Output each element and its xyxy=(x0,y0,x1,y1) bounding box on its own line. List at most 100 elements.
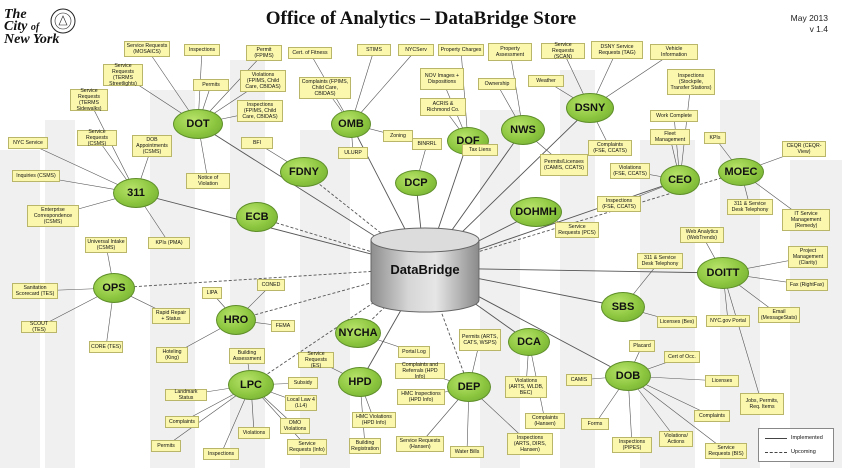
agency-node-doitt[interactable]: DOITT xyxy=(697,257,749,289)
agency-node-fdny[interactable]: FDNY xyxy=(280,157,328,187)
dataset-box[interactable]: Sanitation Scorecard (TES) xyxy=(12,283,58,299)
dataset-box[interactable]: Service Requests (BIS) xyxy=(705,443,747,459)
dataset-box[interactable]: Fax (RightFax) xyxy=(786,279,828,291)
dataset-box[interactable]: HMC Inspections (HPD Info) xyxy=(397,389,445,405)
dataset-box[interactable]: NYC Service xyxy=(8,137,48,149)
dataset-box[interactable]: Permits/Licenses (CAMIS, CCATS) xyxy=(540,154,588,176)
agency-node-dob[interactable]: DOB xyxy=(605,361,651,391)
agency-node-omb[interactable]: OMB xyxy=(331,110,371,138)
dataset-box[interactable]: Complaints (FPIMS, Child Care, CBIDAS) xyxy=(299,77,351,99)
dataset-box[interactable]: Permits xyxy=(193,79,229,91)
dataset-box[interactable]: Service Requests (MOSAICS) xyxy=(124,41,170,57)
dataset-box[interactable]: Service Requests (Info) xyxy=(287,439,327,455)
dataset-box[interactable]: Complaints and Referrals (HPD Info) xyxy=(395,362,445,380)
dataset-box[interactable]: Service Requests (TERMS Streetlights) xyxy=(103,63,143,87)
dataset-box[interactable]: Cert. of Fitness xyxy=(288,47,332,59)
dataset-box[interactable]: Weather xyxy=(528,75,564,87)
dataset-box[interactable]: Licenses xyxy=(705,375,739,387)
dataset-box[interactable]: Jobs, Permits, Req. Items xyxy=(740,393,784,415)
dataset-box[interactable]: Violations xyxy=(238,427,270,439)
agency-node-ecb[interactable]: ECB xyxy=(236,202,278,232)
dataset-box[interactable]: BFI xyxy=(241,137,273,149)
agency-node-moec[interactable]: MOEC xyxy=(718,158,764,186)
dataset-box[interactable]: DSNY Service Requests (TAG) xyxy=(591,41,643,59)
dataset-box[interactable]: ULURP xyxy=(338,147,368,159)
agency-node-dsny[interactable]: DSNY xyxy=(566,93,614,123)
dataset-box[interactable]: ACRIS & Richmond Co. xyxy=(420,98,466,116)
dataset-box[interactable]: Building Assessment xyxy=(229,348,265,364)
dataset-box[interactable]: LIPA xyxy=(202,287,222,299)
dataset-box[interactable]: Violations (ARTS, WLDB, BEC) xyxy=(505,376,547,398)
dataset-box[interactable]: Permits xyxy=(151,440,181,452)
dataset-box[interactable]: Permits (ARTS, CATS, WSPS) xyxy=(459,329,501,351)
dataset-box[interactable]: Inspections xyxy=(203,448,239,460)
dataset-box[interactable]: Cert of Occ. xyxy=(664,351,700,363)
agency-node-nws[interactable]: NWS xyxy=(501,115,545,145)
dataset-box[interactable]: Complaints (Hansen) xyxy=(525,413,565,429)
dataset-box[interactable]: Violations (FPIMS, Child Care, CBIDAS) xyxy=(240,70,286,92)
dataset-box[interactable]: Service Requests (CSMS) xyxy=(77,129,117,147)
dataset-box[interactable]: Property Assessment xyxy=(488,43,532,61)
agency-node-ceo[interactable]: CEO xyxy=(660,165,700,195)
dataset-box[interactable]: Property Charges xyxy=(438,44,484,56)
agency-node-ops[interactable]: OPS xyxy=(93,273,135,303)
dataset-box[interactable]: Service Requests (Hansen) xyxy=(396,436,444,452)
dataset-box[interactable]: NOV Images + Dispositions xyxy=(420,68,464,90)
dataset-box[interactable]: IT Service Management (Remedy) xyxy=(782,209,830,231)
dataset-box[interactable]: Subsidy xyxy=(288,377,318,389)
dataset-box[interactable]: Project Management (Clarity) xyxy=(788,246,828,268)
dataset-box[interactable]: BINRRL xyxy=(412,138,442,150)
dataset-box[interactable]: Service Requests (ES) xyxy=(298,351,334,369)
dataset-box[interactable]: FEMA xyxy=(271,320,295,332)
dataset-box[interactable]: Complaints (FSE, CCATS) xyxy=(588,140,632,156)
dataset-box[interactable]: Service Requests (PCS) xyxy=(555,222,599,238)
dataset-box[interactable]: Tax Liens xyxy=(462,144,498,156)
dataset-box[interactable]: Water Bills xyxy=(450,446,484,458)
dataset-box[interactable]: Inspections (FPIMS, Child Care, CBIDAS) xyxy=(237,100,283,122)
dataset-box[interactable]: Vehicle Information xyxy=(650,44,698,60)
dataset-box[interactable]: Inspections (PIPES) xyxy=(612,437,652,453)
dataset-box[interactable]: Web Analytics (WebTrends) xyxy=(680,227,724,243)
dataset-box[interactable]: DOB Appointments (CSMS) xyxy=(132,135,172,157)
dataset-box[interactable]: 311 & Service Desk Telephony xyxy=(727,199,773,215)
dataset-box[interactable]: Rapid Repair + Status xyxy=(152,308,190,324)
dataset-box[interactable]: OMO Violations xyxy=(280,418,310,434)
dataset-box[interactable]: STIMS xyxy=(357,44,391,56)
dataset-box[interactable]: Service Requests (TERMS Sidewalks) xyxy=(70,88,108,112)
dataset-box[interactable]: Permit (FPIMS) xyxy=(246,45,282,61)
dataset-box[interactable]: NYCServ xyxy=(398,44,434,56)
dataset-box[interactable]: HMC Violations (HPD Info) xyxy=(352,412,396,428)
dataset-box[interactable]: Inspections (FSE, CCATS) xyxy=(597,196,641,212)
agency-node-sbs[interactable]: SBS xyxy=(601,292,645,322)
dataset-box[interactable]: Forms xyxy=(581,418,609,430)
dataset-box[interactable]: Service Requests (SCAN) xyxy=(541,42,585,60)
dataset-box[interactable]: Placard xyxy=(629,340,655,352)
agency-node-hpd[interactable]: HPD xyxy=(338,367,382,397)
dataset-box[interactable]: Building Registration xyxy=(349,438,381,454)
dataset-box[interactable]: Inspections (Stockpile, Transfer Station… xyxy=(667,69,715,95)
dataset-box[interactable]: Complaints xyxy=(165,416,199,428)
dataset-box[interactable]: SCOUT (TES) xyxy=(21,321,57,333)
agency-node-311[interactable]: 311 xyxy=(113,178,159,208)
dataset-box[interactable]: KPIs xyxy=(704,132,726,144)
dataset-box[interactable]: Landmark Status xyxy=(165,389,207,401)
dataset-box[interactable]: Email (MessageStats) xyxy=(758,307,800,323)
dataset-box[interactable]: Inspections (ARTS, DIRS, Hansen) xyxy=(507,433,553,455)
dataset-box[interactable]: CONED xyxy=(257,279,285,291)
dataset-box[interactable]: Licenses (Bes) xyxy=(657,316,697,328)
dataset-box[interactable]: Violations/ Actions xyxy=(659,431,693,447)
dataset-box[interactable]: Complaints xyxy=(694,410,730,422)
dataset-box[interactable]: Inspections xyxy=(184,44,220,56)
agency-node-nycha[interactable]: NYCHA xyxy=(335,318,381,348)
dataset-box[interactable]: Enterprise Correspondence (CSMS) xyxy=(27,205,79,227)
agency-node-dcp[interactable]: DCP xyxy=(395,170,437,196)
agency-node-hro[interactable]: HRO xyxy=(216,305,256,335)
dataset-box[interactable]: Universal Intake (CSMS) xyxy=(85,237,127,253)
dataset-box[interactable]: CAMIS xyxy=(566,374,592,386)
dataset-box[interactable]: Notice of Violation xyxy=(186,173,230,189)
dataset-box[interactable]: Violations (FSE, CCATS) xyxy=(610,163,650,179)
dataset-box[interactable]: Portal Log xyxy=(398,346,430,358)
dataset-box[interactable]: Fleet Management xyxy=(650,129,690,145)
dataset-box[interactable]: KPIs (PMA) xyxy=(148,237,190,249)
dataset-box[interactable]: Zoning xyxy=(383,130,413,142)
